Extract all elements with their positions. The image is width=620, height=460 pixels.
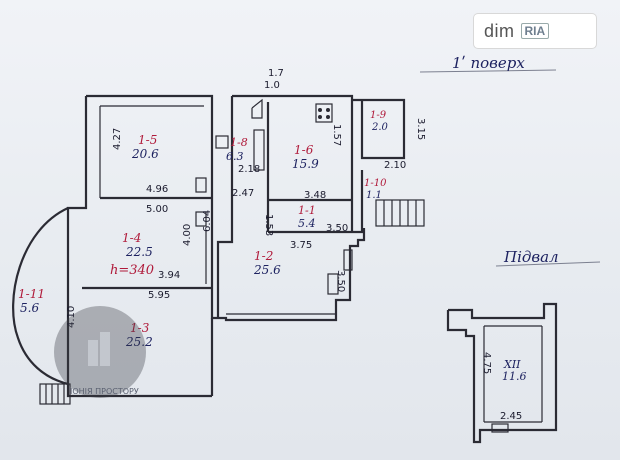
dim-4-27: 4.27 [112, 128, 123, 150]
room-id-8: 1-8 [230, 136, 248, 149]
watermark-suffix: RIA [520, 23, 550, 39]
dim-4-75: 4.75 [481, 352, 492, 374]
dim-3-75: 3.75 [290, 240, 312, 251]
dim-4-10: 4.10 [66, 306, 77, 328]
room-area-5: 20.6 [131, 147, 159, 161]
basement-title: Підвал [503, 248, 559, 266]
room-area-8: 6.3 [226, 150, 244, 163]
watermark-badge: dim RIA [474, 14, 596, 48]
dim-5-00: 5.00 [146, 204, 168, 215]
room-area-1: 5.4 [298, 217, 316, 230]
dim-5-95: 5.95 [148, 290, 170, 301]
dim-4-00: 4.00 [182, 224, 193, 246]
room-id-xii: XII [503, 358, 521, 371]
room-area-4: 22.5 [125, 245, 153, 259]
basement-walls [446, 302, 558, 444]
logo-text: ІОНІЯ ПРОСТОРУ [70, 387, 139, 396]
basement-underline [495, 261, 601, 267]
room-id-11: 1-11 [18, 287, 45, 301]
left-stairs [39, 383, 71, 405]
room-id-5: 1-5 [138, 133, 157, 147]
dim-2-47: 2.47 [232, 188, 254, 199]
room-area-9: 2.0 [371, 122, 389, 133]
dim-3-50-a: 3.50 [326, 223, 348, 234]
dim-1-0: 1.0 [264, 80, 280, 91]
room-area-10: 1.1 [366, 190, 382, 201]
room-area-3: 25.2 [125, 335, 153, 349]
room-id-2: 1-2 [254, 249, 273, 263]
dim-3-15: 3.15 [415, 118, 426, 140]
room-id-3: 1-3 [130, 321, 150, 335]
room-id-10: 1-10 [364, 178, 387, 189]
room-labels: 1-5 20.6 1-8 6.3 1-6 15.9 1-9 2.0 1-4 22… [18, 110, 527, 383]
room-id-9: 1-9 [370, 110, 387, 121]
room-area-11: 5.6 [20, 301, 39, 315]
room-area-6: 15.9 [292, 157, 319, 171]
room-area-2: 25.6 [253, 263, 281, 277]
room-id-1: 1-1 [298, 204, 316, 217]
dimension-labels: 1.7 1.0 4.27 4.96 5.00 2.47 3.48 1.57 3.… [66, 68, 522, 422]
watermark-text: dim [484, 20, 515, 41]
agency-logo: ІОНІЯ ПРОСТОРУ [54, 306, 146, 398]
dim-6-04: 6.04 [202, 210, 213, 232]
dim-3-50-b: 3.50 [335, 270, 346, 292]
floor-title: 1ʹ поверх [452, 54, 525, 72]
room-id-6: 1-6 [294, 143, 314, 157]
dim-4-96: 4.96 [146, 184, 168, 195]
title-underline [419, 69, 557, 73]
ceiling-height-label: h=340 [110, 263, 154, 278]
dim-3-48: 3.48 [304, 190, 326, 201]
dim-1-53: 1.53 [263, 214, 274, 236]
room-id-4: 1-4 [122, 231, 141, 245]
main-walls [12, 94, 425, 405]
right-stairs [375, 199, 425, 227]
dim-2-18: 2.18 [238, 164, 260, 175]
dim-2-45: 2.45 [500, 411, 522, 422]
room-area-xii: 11.6 [502, 370, 527, 383]
dim-3-94: 3.94 [158, 270, 180, 281]
dim-1-7: 1.7 [268, 68, 284, 79]
dim-1-57: 1.57 [331, 124, 342, 146]
dim-2-10: 2.10 [384, 160, 406, 171]
